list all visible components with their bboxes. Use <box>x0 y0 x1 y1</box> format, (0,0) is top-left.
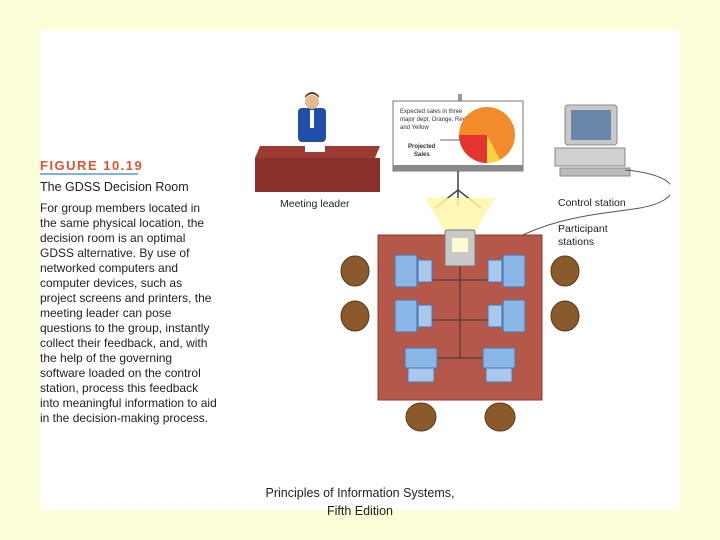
meeting-leader-label: Meeting leader <box>280 198 350 210</box>
footer-line1: Principles of Information Systems, <box>265 486 455 500</box>
projection-screen: Expected sales in three major dept: Oran… <box>392 94 524 209</box>
projected-sales-pie <box>459 107 515 164</box>
figure-title: The GDSS Decision Room <box>40 180 189 194</box>
participant-monitors <box>394 254 526 383</box>
meeting-leader-illustration <box>255 92 380 192</box>
slide-footer: Principles of Information Systems, Fifth… <box>240 485 480 520</box>
participant-stations-label-line1: Participant <box>558 223 608 235</box>
participant-stations-label-line2: stations <box>558 236 594 248</box>
figure-divider <box>40 173 138 175</box>
screen-projected-line2: Sales <box>414 152 430 158</box>
footer-line2: Fifth Edition <box>326 503 393 518</box>
screen-text-line3: and Yellow <box>400 125 429 131</box>
participant-chairs <box>340 255 580 432</box>
projector-lens <box>452 238 468 252</box>
projector-beam <box>425 198 495 240</box>
decision-room-diagram: Meeting leader Expected sales in three m… <box>255 92 670 432</box>
figure-caption: For group members located in the same ph… <box>40 201 217 425</box>
screen-text-line2: major dept: Orange, Red <box>400 117 466 123</box>
figure-number: FIGURE 10.19 <box>40 158 144 173</box>
screen-text-line1: Expected sales in three <box>400 109 463 115</box>
control-station-computer <box>554 104 631 177</box>
screen-projected-line1: Projected <box>408 144 436 150</box>
control-station-label: Control station <box>558 197 626 209</box>
